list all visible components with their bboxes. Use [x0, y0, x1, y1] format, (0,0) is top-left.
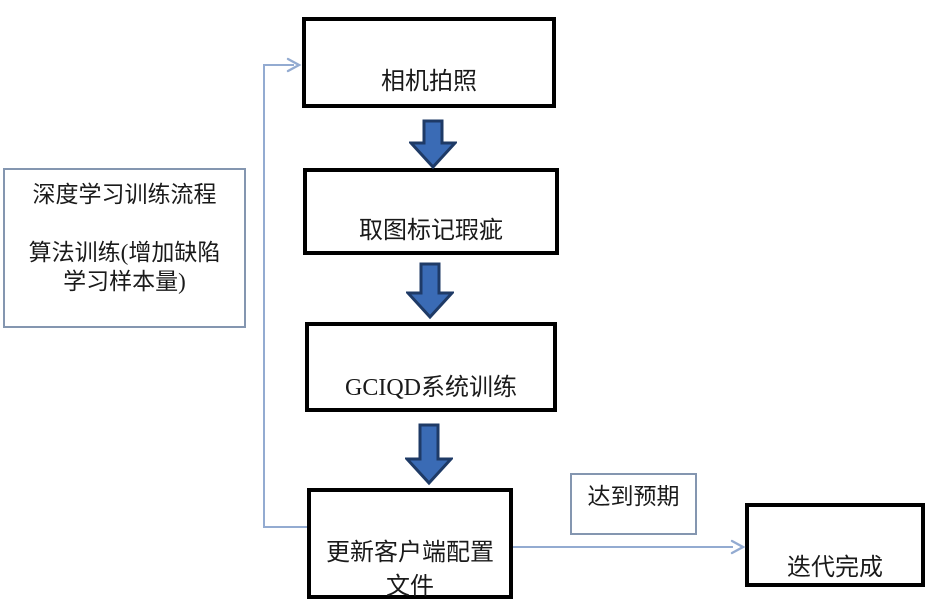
arrowhead-right-icon [286, 57, 302, 73]
legend-text-line3: 学习样本量) [63, 269, 186, 294]
down-block-arrow-icon [409, 119, 457, 170]
legend-title: 深度学习训练流程 [32, 182, 217, 207]
step-label: 更新客户端配置 文件 [326, 540, 494, 600]
step-box-gciqd-training: GCIQD系统训练 [305, 322, 557, 412]
step-box-update-client-config: 更新客户端配置 文件 [307, 488, 513, 600]
condition-label: 达到预期 [587, 484, 680, 509]
loopback-connector-vertical-segment [263, 64, 265, 528]
step-label: 取图标记瑕疵 [359, 218, 503, 244]
arrowhead-right-icon [730, 539, 746, 555]
branch-connector-to-done [513, 546, 733, 548]
down-block-arrow-icon [406, 262, 454, 320]
step-box-camera-capture: 相机拍照 [302, 17, 556, 108]
step-box-mark-defects: 取图标记瑕疵 [303, 168, 559, 255]
condition-label-box: 达到预期 [570, 473, 697, 535]
step-box-iteration-complete: 迭代完成 [745, 503, 925, 587]
step-label: 相机拍照 [381, 69, 477, 95]
step-label: GCIQD系统训练 [345, 375, 517, 401]
loopback-connector-bottom-segment [263, 526, 307, 528]
legend-text-line2: 算法训练(增加缺陷 [28, 240, 221, 265]
down-block-arrow-icon [405, 423, 453, 486]
loopback-connector-top-segment [264, 64, 294, 66]
process-legend-box: 深度学习训练流程 算法训练(增加缺陷 学习样本量) [3, 168, 246, 328]
step-label: 迭代完成 [787, 555, 883, 581]
